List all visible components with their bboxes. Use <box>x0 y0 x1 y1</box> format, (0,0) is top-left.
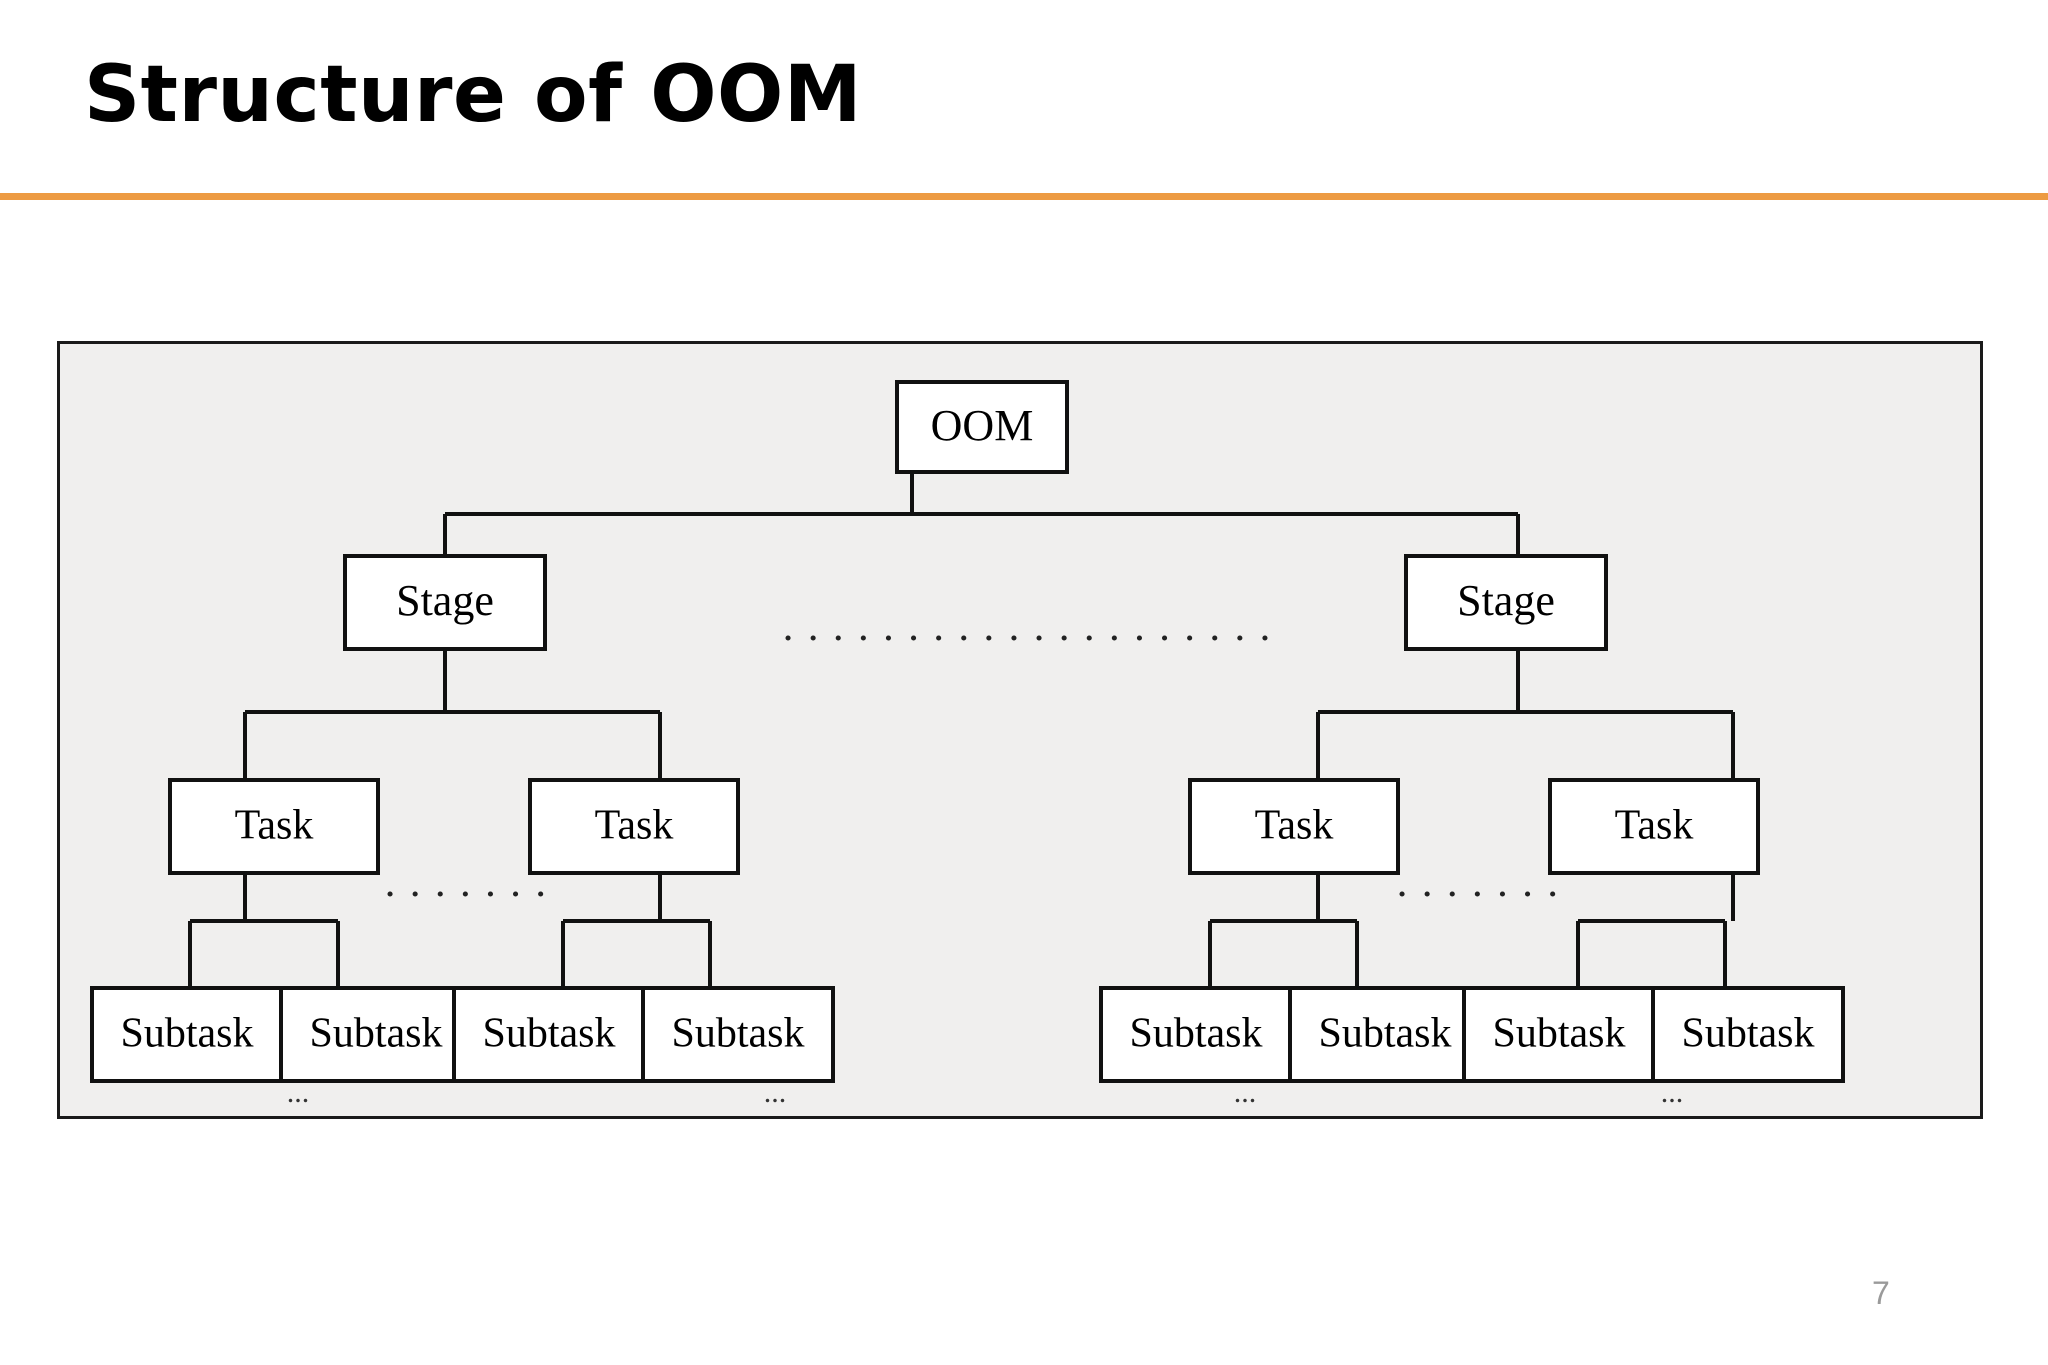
node-task-3-box <box>1188 778 1400 875</box>
node-task-4[interactable]: Task <box>1548 778 1760 875</box>
node-subtask-5[interactable]: Subtask <box>1099 986 1293 1083</box>
node-subtask-2-label: Subtask <box>309 1011 442 1057</box>
node-subtask-6[interactable]: Subtask <box>1288 986 1482 1083</box>
node-stage-2-label: Stage <box>1457 576 1555 625</box>
oom-structure-tree: OOM Stage Stage Task Task Task Task <box>90 380 1845 1109</box>
connector-group-stage-left-to-tasks <box>243 649 662 780</box>
node-task-2[interactable]: Task <box>528 778 740 875</box>
node-task-4-label: Task <box>1615 803 1694 849</box>
node-subtask-1-label: Subtask <box>120 1011 253 1057</box>
subtask-ellipsis-2: ... <box>764 1076 787 1109</box>
node-subtask-5-box <box>1099 986 1293 1083</box>
node-subtask-2-box <box>279 986 473 1083</box>
node-task-1[interactable]: Task <box>168 778 380 875</box>
node-oom-label: OOM <box>931 401 1034 450</box>
node-task-1-box <box>168 778 380 875</box>
node-subtask-5-label: Subtask <box>1129 1011 1262 1057</box>
node-oom[interactable]: OOM <box>895 380 1069 474</box>
node-subtask-7-box <box>1462 986 1656 1083</box>
node-stage-1[interactable]: Stage <box>343 554 547 651</box>
node-subtask-7[interactable]: Subtask <box>1462 986 1656 1083</box>
connector-group-tasks-to-subtasks <box>188 873 1735 988</box>
subtask-ellipsis-4: ... <box>1661 1076 1684 1109</box>
node-subtask-8[interactable]: Subtask <box>1651 986 1845 1083</box>
node-subtask-3[interactable]: Subtask <box>452 986 646 1083</box>
node-stage-2[interactable]: Stage <box>1404 554 1608 651</box>
node-subtask-7-label: Subtask <box>1492 1011 1625 1057</box>
node-subtask-2[interactable]: Subtask <box>279 986 473 1083</box>
node-subtask-4-box <box>641 986 835 1083</box>
node-subtask-4[interactable]: Subtask <box>641 986 835 1083</box>
node-subtask-1-box <box>90 986 284 1083</box>
node-subtask-6-label: Subtask <box>1318 1011 1451 1057</box>
node-stage-1-label: Stage <box>396 576 494 625</box>
node-task-1-label: Task <box>235 803 314 849</box>
node-oom-box <box>895 380 1069 474</box>
node-task-3[interactable]: Task <box>1188 778 1400 875</box>
node-subtask-1[interactable]: Subtask <box>90 986 284 1083</box>
connector-group-root-to-stages <box>443 472 1520 556</box>
node-stage-1-box <box>343 554 547 651</box>
page-number: 7 <box>1872 1275 1890 1311</box>
diagram-panel: OOM Stage Stage Task Task Task Task <box>57 341 1983 1119</box>
node-task-2-label: Task <box>595 803 674 849</box>
node-task-3-label: Task <box>1255 803 1334 849</box>
node-task-2-box <box>528 778 740 875</box>
subtask-ellipsis-3: ... <box>1234 1076 1257 1109</box>
node-subtask-8-box <box>1651 986 1845 1083</box>
node-subtask-3-label: Subtask <box>482 1011 615 1057</box>
node-task-4-box <box>1548 778 1760 875</box>
page-title: Structure of OOM <box>84 50 862 140</box>
node-subtask-4-label: Subtask <box>671 1011 804 1057</box>
node-stage-2-box <box>1404 554 1608 651</box>
title-underline-rule <box>0 193 2048 200</box>
node-subtask-8-label: Subtask <box>1681 1011 1814 1057</box>
connector-group-stage-right-to-tasks <box>1316 649 1735 780</box>
subtask-ellipsis-1: ... <box>287 1076 310 1109</box>
